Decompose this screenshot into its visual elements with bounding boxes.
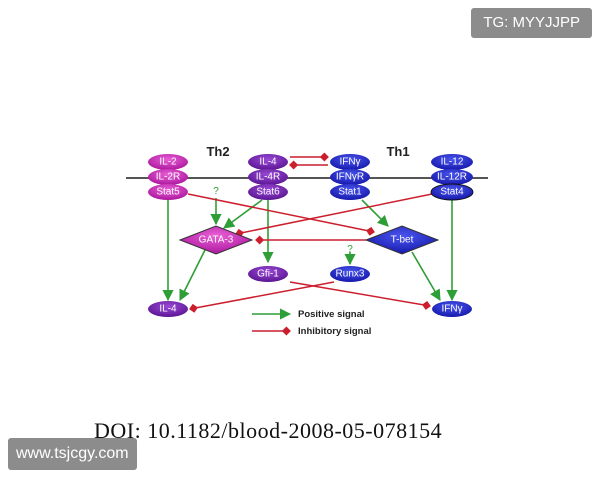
il2-node (148, 154, 188, 170)
ifngr-label: IFNγR (336, 172, 364, 183)
ifng-output-label: IFNγ (441, 304, 462, 315)
gata3-to-il4-positive (179, 249, 206, 302)
il4-output-node (148, 301, 188, 317)
stat4-label: Stat4 (440, 187, 464, 198)
stat4-to-gata3-inhibition (235, 193, 433, 238)
stat1-label: Stat1 (338, 187, 362, 198)
stat6-to-gata3-positive (223, 199, 263, 229)
il4r-node (248, 169, 288, 185)
il4r-label: IL-4R (256, 172, 280, 183)
il2r-node (148, 169, 188, 185)
stat1-node (330, 184, 370, 200)
doi-caption: DOI: 10.1182/blood-2008-05-078154 (94, 418, 443, 443)
il4-top-node (248, 154, 288, 170)
tbet-to-ifng-positive (411, 251, 441, 301)
il4-output-label: IL-4 (159, 304, 177, 315)
th2-label: Th2 (206, 144, 229, 159)
stat4-node (430, 183, 474, 201)
stat5-to-tbet-inhibition (187, 193, 375, 236)
ifng-top-node (330, 154, 370, 170)
gfi1-label: Gfi-1 (257, 269, 279, 280)
unknown-mark-th1: ? (347, 244, 353, 255)
tg-watermark: TG: MYYJJPP (471, 8, 592, 38)
stat5-node (148, 184, 188, 200)
legend-inhibitory-label: Inhibitory signal (298, 326, 371, 337)
il2r-label: IL-2R (156, 172, 180, 183)
stat5-label: Stat5 (156, 187, 180, 198)
il4-top-label: IL-4 (259, 157, 277, 168)
gfi1-to-ifng-inhibition (289, 281, 431, 310)
url-watermark: www.tsjcgy.com (8, 438, 137, 470)
runx3-to-il4-inhibition (189, 281, 335, 313)
runx3-node (330, 266, 370, 282)
unknown-mark-th2: ? (213, 186, 219, 197)
il2-label: IL-2 (159, 157, 177, 168)
il12r-label: IL-12R (437, 172, 467, 183)
stat6-node (248, 184, 288, 200)
th1-label: Th1 (386, 144, 409, 159)
legend-positive-label: Positive signal (298, 309, 365, 320)
gata3-node (178, 225, 254, 255)
il12-node (431, 154, 473, 170)
il12-label: IL-12 (441, 157, 464, 168)
il12r-node (431, 169, 473, 185)
gata3-label: GATA-3 (199, 235, 234, 246)
tbet-label: T-bet (391, 235, 414, 246)
stat6-label: Stat6 (256, 187, 280, 198)
stat1-to-tbet-positive (361, 199, 389, 227)
runx3-label: Runx3 (336, 269, 365, 280)
ifng-top-label: IFNγ (339, 157, 360, 168)
ifngr-node (330, 169, 370, 185)
ifng-output-node (432, 301, 472, 317)
tbet-node (364, 225, 440, 255)
gfi1-node (248, 266, 288, 282)
